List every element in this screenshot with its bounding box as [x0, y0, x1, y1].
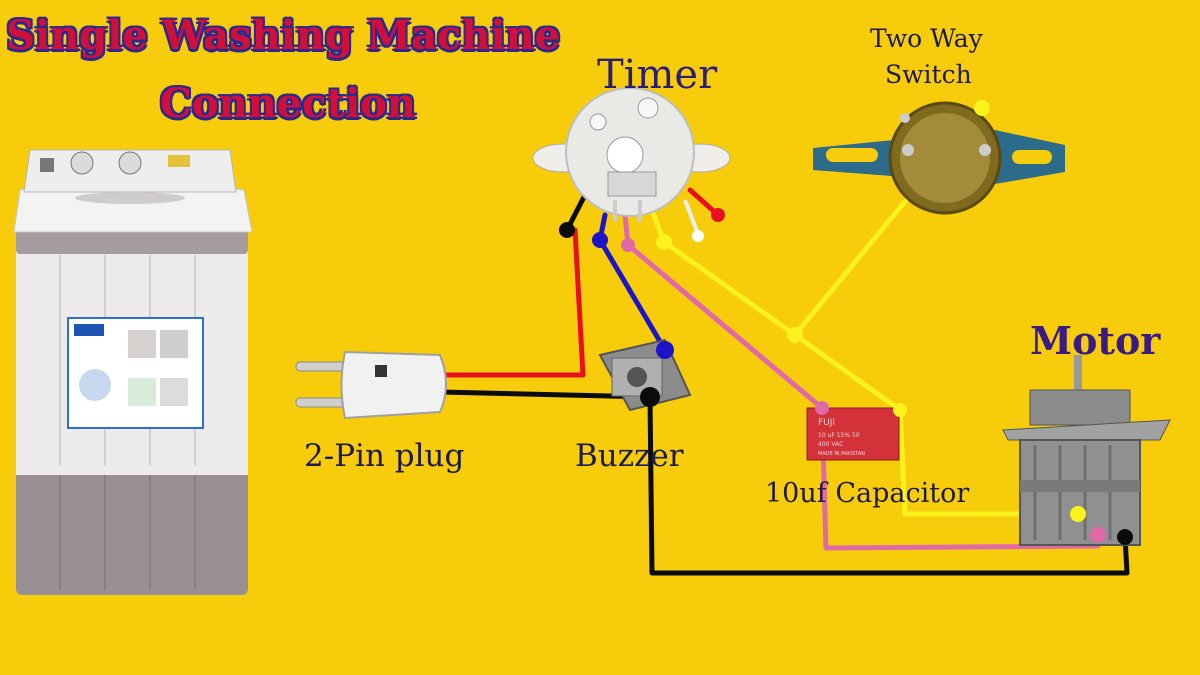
terminal-capacitor-yellow — [893, 403, 907, 417]
buzzer-label: Buzzer — [575, 438, 684, 474]
indicator — [40, 158, 54, 172]
sticker-icon-4 — [160, 378, 188, 406]
two-pin-plug — [295, 350, 447, 420]
brand-badge — [168, 155, 190, 167]
capacitor: FUJI 10 uF 15% 50 400 VAC MADE IN PAKIST… — [806, 407, 900, 461]
terminal-pink-timer — [621, 238, 635, 252]
capacitor-voltage: 400 VAC — [818, 441, 843, 448]
terminal-capacitor-pink — [815, 401, 829, 415]
terminal-blue-buzzer — [656, 341, 674, 359]
yellow-junction — [787, 327, 803, 343]
terminal-red-timer — [711, 208, 725, 222]
title-line-1: Single Washing Machine — [6, 12, 561, 59]
machine-lid-band — [16, 228, 248, 254]
sticker-icon-2 — [160, 330, 188, 358]
timer-gear — [606, 136, 644, 174]
terminal-blue-timer — [592, 232, 608, 248]
two-way-switch-label-line-1: Two Way — [870, 24, 983, 53]
timer-knob — [70, 151, 94, 175]
capacitor-made-in: MADE IN PAKISTAN — [818, 451, 865, 457]
wire-red — [437, 227, 586, 378]
terminal-motor-yellow — [1070, 506, 1086, 522]
title-line-2: Connection — [160, 80, 416, 127]
wire-yellow-main — [661, 239, 1081, 517]
terminal-switch — [974, 100, 990, 116]
plug-label: 2-Pin plug — [304, 438, 465, 474]
machine-base — [16, 470, 248, 595]
sticker-logo — [74, 324, 104, 336]
timer-label: Timer — [597, 52, 718, 98]
wire-black-main — [437, 389, 1130, 576]
motor-label: Motor — [1030, 318, 1161, 363]
wire-blue — [597, 237, 668, 353]
sticker-mascot — [79, 369, 111, 401]
two-way-switch-label-line-2: Switch — [885, 60, 972, 89]
terminal-motor-black — [1117, 529, 1133, 545]
capacitor-label: 10uf Capacitor — [765, 478, 970, 509]
capacitor-brand: FUJI — [818, 418, 835, 428]
sticker-icon-3 — [128, 378, 156, 406]
washing-machine — [13, 149, 253, 595]
terminal-black-timer — [559, 222, 575, 238]
motor — [1002, 355, 1171, 546]
sticker-icon-1 — [128, 330, 156, 358]
terminal-motor-pink — [1090, 527, 1106, 543]
capacitor-rating: 10 uF 15% 50 — [818, 432, 860, 439]
wash-knob — [118, 151, 142, 175]
terminal-black-buzzer — [640, 387, 660, 407]
two-way-switch — [813, 101, 1065, 215]
lid-handle — [75, 192, 185, 204]
terminal-yellow-timer — [656, 234, 672, 250]
timer — [532, 87, 731, 242]
